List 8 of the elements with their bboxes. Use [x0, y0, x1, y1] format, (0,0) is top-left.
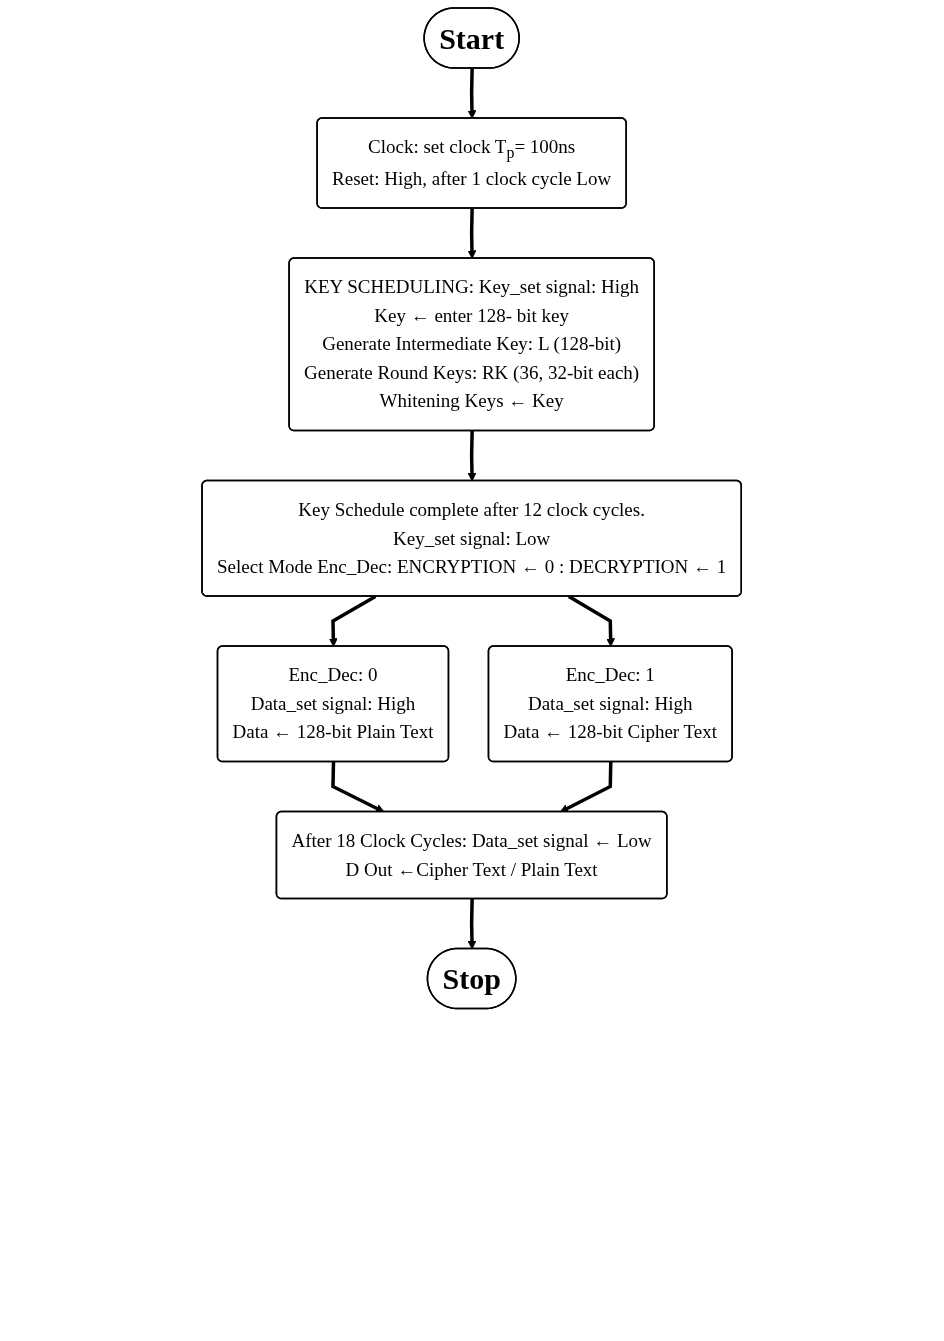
arrow	[329, 595, 377, 647]
arrow	[560, 762, 613, 813]
arrow	[467, 68, 477, 119]
arrow	[467, 899, 477, 950]
arrow	[331, 762, 385, 813]
arrow	[467, 208, 477, 259]
arrow	[568, 595, 616, 647]
arrow	[467, 431, 477, 482]
